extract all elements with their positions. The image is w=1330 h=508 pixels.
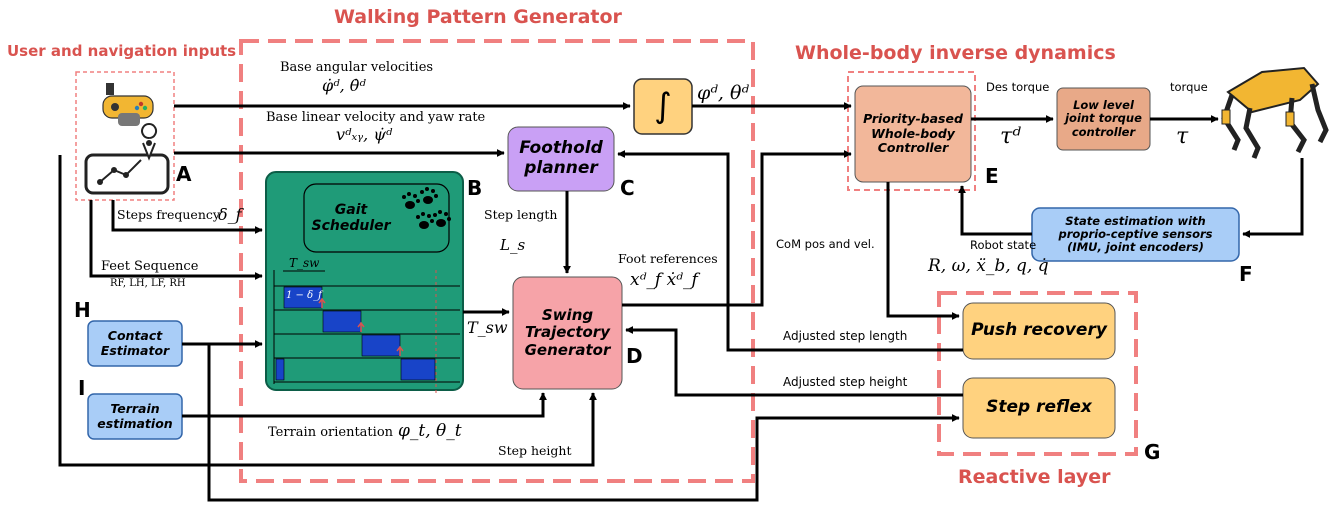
terrain-label: Terrain estimation	[97, 401, 173, 431]
wbid-frame	[847, 71, 976, 191]
step-length-label: Step length	[484, 207, 558, 222]
foothold-planner-block	[507, 126, 615, 192]
reactive-title: Reactive layer	[958, 466, 1111, 488]
swing-label: Swing Trajectory Generator	[524, 306, 611, 359]
arrow-robot-state	[1242, 158, 1304, 238]
one-minus-delta-label: 1 − δ_f	[286, 290, 322, 301]
tau-label: τ	[1176, 124, 1189, 149]
adjusted-height-label: Adjusted step height	[783, 375, 908, 389]
terrain-orientation-label: Terrain orientation	[268, 425, 394, 440]
tablet-path-icon	[84, 123, 170, 195]
com-label: CoM pos and vel.	[776, 237, 875, 251]
base-linear-math: vᵈₓᵧ, ψ̇ᵈ	[336, 125, 393, 144]
arrow-contact-reflex	[207, 344, 960, 502]
letter-g: G	[1144, 440, 1161, 464]
push-recovery-block	[962, 302, 1116, 360]
swing-generator-block	[512, 276, 623, 390]
gait-timing-chart	[273, 270, 460, 395]
contact-label: Contact Estimator	[100, 328, 170, 358]
tsw-small-label: T_sw	[289, 256, 320, 270]
walking-pattern-frame	[239, 39, 755, 483]
gait-scheduler-block	[265, 171, 464, 391]
tau-d-label: τᵈ	[1000, 124, 1021, 149]
xf-label: xᵈ_f ẋᵈ_f	[630, 270, 698, 290]
feet-order-label: RF, LH, LF, RH	[110, 278, 186, 289]
arrow-push-foothold	[617, 150, 963, 352]
ls-label: L_s	[500, 236, 526, 254]
base-angular-math: φ̇ᵈ, θ̇ᵈ	[322, 76, 366, 95]
letter-h: H	[74, 298, 91, 322]
quadruped-robot-icon	[1221, 66, 1329, 159]
gait-label: Gait Scheduler	[311, 201, 391, 234]
controller-block	[854, 85, 972, 183]
integrator-label: ∫	[654, 85, 672, 126]
torque-label: torque	[1170, 80, 1208, 94]
foot-references-label: Foot references	[618, 251, 718, 266]
arrow-steps-frequency	[111, 200, 263, 234]
des-torque-label: Des torque	[986, 80, 1050, 94]
letter-c: C	[620, 176, 635, 200]
steps-frequency-label: Steps frequency	[117, 207, 220, 222]
base-angular-label: Base angular velocities	[280, 60, 434, 75]
wbid-title: Whole-body inverse dynamics	[795, 42, 1116, 64]
tsw-label: T_sw	[467, 318, 508, 337]
letter-f: F	[1239, 262, 1253, 286]
state-label: State estimation with proprio-ceptive se…	[1058, 213, 1213, 255]
push-label: Push recovery	[971, 320, 1107, 341]
robot-state-label: Robot state	[970, 238, 1037, 252]
arrow-terrain-swing	[182, 392, 547, 418]
connections	[58, 102, 1304, 502]
letter-e: E	[985, 164, 999, 188]
arrow-feet-sequence	[89, 200, 263, 280]
reflex-label: Step reflex	[986, 397, 1092, 418]
delta-f-label: δ_f	[218, 205, 242, 224]
arrow-state-controller	[958, 185, 1032, 236]
letter-i: I	[78, 376, 86, 400]
foothold-label: Foothold planner	[519, 138, 603, 178]
walking-pattern-title: Walking Pattern Generator	[334, 6, 622, 28]
phi-theta-d-label: φᵈ, θᵈ	[697, 82, 750, 104]
user-inputs-title: User and navigation inputs	[7, 42, 237, 60]
arrow-swing-controller	[622, 150, 852, 307]
letter-d: D	[626, 344, 643, 368]
base-linear-label: Base linear velocity and yaw rate	[266, 110, 486, 125]
letter-b: B	[467, 176, 483, 200]
lowlevel-label: Low level joint torque controller	[1065, 98, 1142, 139]
reactive-frame	[937, 291, 1138, 456]
user-inputs-frame	[75, 71, 175, 201]
arrow-controller-push	[886, 182, 960, 320]
step-reflex-block	[962, 377, 1116, 439]
paw-prints-icon	[402, 187, 451, 229]
feet-sequence-label: Feet Sequence	[101, 259, 199, 274]
adjusted-length-label: Adjusted step length	[783, 329, 908, 343]
arrow-reflex-swing	[625, 326, 963, 397]
letter-a: A	[176, 162, 192, 186]
phi-theta-t-label: φ_t, θ_t	[398, 421, 462, 441]
state-vars-label: R, ω, ẍ_b, q, q̇	[928, 256, 1049, 276]
step-height-label: Step height	[498, 443, 572, 458]
gamepad-icon	[102, 83, 154, 126]
controller-label: Priority-based Whole-body Controller	[863, 111, 963, 156]
arrow-step-height	[58, 155, 597, 467]
